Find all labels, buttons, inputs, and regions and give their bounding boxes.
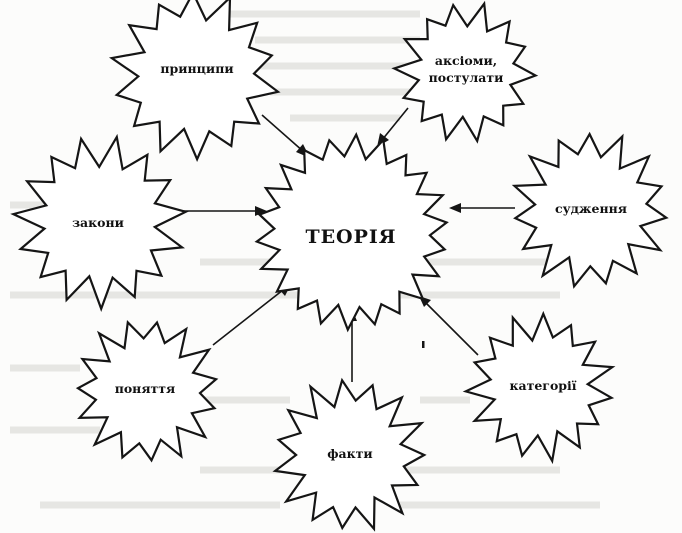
star-pryntsypy bbox=[108, 0, 281, 162]
connector-aksiomy bbox=[381, 107, 409, 141]
label-fakty: факти bbox=[327, 446, 372, 461]
star-aksiomy bbox=[391, 0, 539, 144]
label-aksiomy-line1: аксіоми, bbox=[435, 53, 497, 68]
connector-katehorii bbox=[424, 301, 479, 356]
labels: ТЕОРІЯ принципи аксіоми, постулати закон… bbox=[72, 53, 627, 461]
star-fakty bbox=[272, 377, 427, 532]
label-zakony: закони bbox=[72, 215, 124, 230]
label-sudzhennia: судження bbox=[555, 201, 627, 216]
connector-poniattia bbox=[212, 289, 284, 346]
stars bbox=[10, 0, 669, 532]
arrowhead-zakony bbox=[255, 206, 267, 216]
center-star-theory bbox=[254, 131, 449, 333]
arrowhead-sudzhennia bbox=[449, 203, 461, 213]
label-pryntsypy: принципи bbox=[160, 61, 233, 76]
background-text-lines bbox=[10, 10, 600, 509]
star-katehorii bbox=[462, 310, 616, 465]
label-aksiomy-line2: постулати bbox=[429, 70, 504, 85]
center-label: ТЕОРІЯ bbox=[305, 226, 396, 248]
connector-pryntsypy bbox=[261, 114, 305, 153]
label-katehorii: категорії bbox=[509, 378, 576, 393]
stray-mark bbox=[422, 341, 425, 348]
star-zakony bbox=[10, 133, 189, 313]
star-poniattia bbox=[75, 320, 219, 463]
label-poniattia: поняття bbox=[115, 381, 176, 396]
star-sudzhennia bbox=[511, 131, 669, 289]
